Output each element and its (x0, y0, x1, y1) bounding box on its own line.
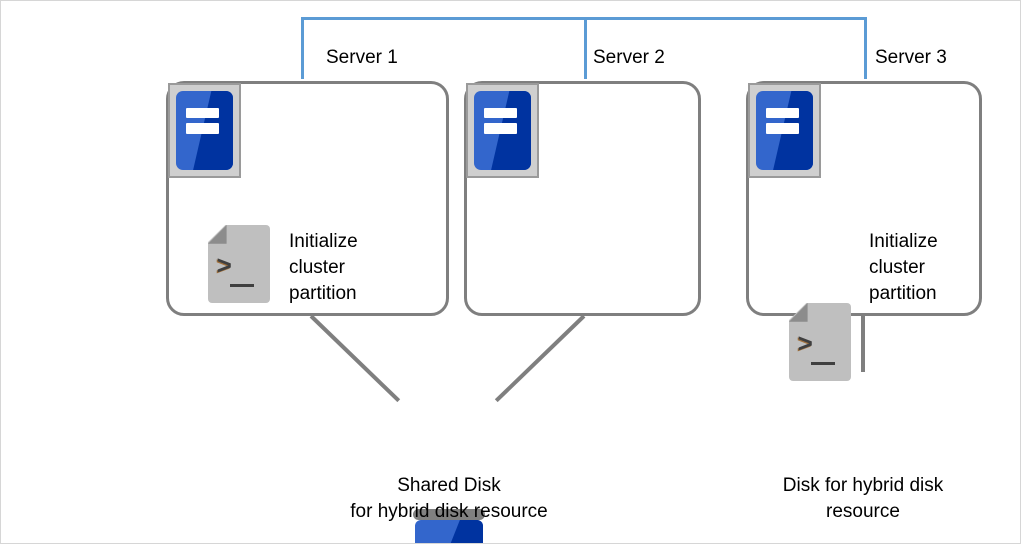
server-3-label: Server 3 (875, 47, 947, 68)
server-icon-body (756, 91, 813, 170)
server-1-label: Server 1 (326, 47, 398, 68)
server-icon-bar-1 (484, 107, 518, 118)
network-drop-server-3 (864, 17, 867, 79)
script-icon-prompt: > (216, 249, 232, 280)
local-disk-caption: Disk for hybrid disk resource (782, 475, 944, 522)
server-icon (748, 83, 821, 178)
disk-stack-icon[interactable] (413, 509, 485, 543)
script-terminal-icon: > (789, 303, 851, 381)
server-icon-bar-2 (766, 123, 800, 134)
disk-slab-upper (415, 520, 483, 543)
server-2-label: Server 2 (593, 47, 665, 68)
script-icon-prompt: > (797, 327, 813, 358)
network-drop-server-1 (301, 17, 304, 79)
script-icon-underscore (230, 284, 254, 288)
server-icon-bar-2 (186, 123, 220, 134)
server-icon-bar-1 (186, 107, 220, 118)
server-icon-body (474, 91, 531, 170)
server-icon (168, 83, 241, 178)
shared-disk-caption: Shared Disk for hybrid disk resource (350, 475, 548, 522)
server-3-script-label: Initialize cluster partition (869, 231, 938, 304)
server-icon-bar-1 (766, 107, 800, 118)
script-terminal-icon: > (208, 225, 270, 303)
disk-plate-top (413, 509, 485, 520)
server-icon-bar-2 (484, 123, 518, 134)
server-icon-body (176, 91, 233, 170)
network-drop-server-2 (584, 17, 587, 79)
script-icon-underscore (811, 362, 835, 366)
connector-server3-to-local-disk (861, 314, 865, 372)
connector-server2-to-shared-disk (494, 314, 586, 403)
server-icon (466, 83, 539, 178)
connector-server1-to-shared-disk (309, 314, 401, 403)
server-1-script-label: Initialize cluster partition (289, 231, 358, 304)
